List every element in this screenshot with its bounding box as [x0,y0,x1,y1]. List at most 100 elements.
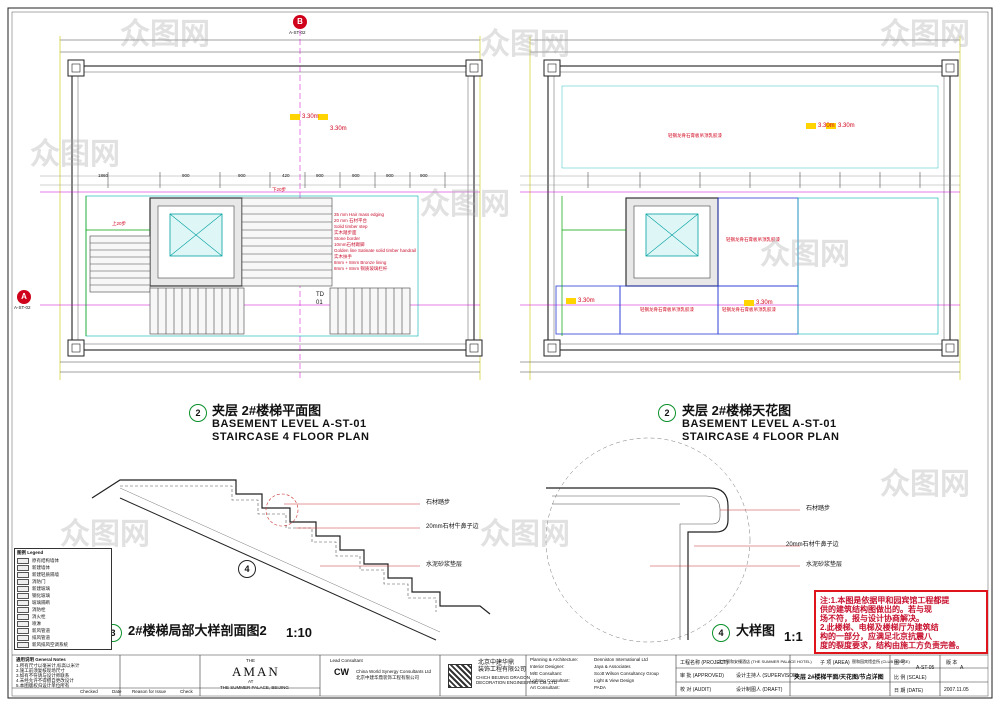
legend-item: 消火栓 [32,614,46,619]
legend-swatch [17,600,29,606]
dim-top-3: 420 [282,173,290,178]
axis-b-sub: A-ST-02 [289,30,306,35]
legend-swatch [17,607,29,613]
section-label-mortar: 水泥砂浆垫层 [426,562,463,568]
legend-swatch [17,621,29,627]
left-plan-title-en1: BASEMENT LEVEL A-ST-01 [212,418,367,430]
general-notes-title: 通用说明 General Notes [16,657,66,662]
role-4: Art Consultant: [530,685,560,690]
dim-top-0: 1860 [98,173,109,178]
brand-aman: AMAN [232,664,280,679]
left-floor-plan [40,30,483,380]
footer-check: Check [180,689,193,694]
general-note-0: 1.所有尺寸以毫米计,标高以米计 [16,663,80,668]
note-line-1: 供的建筑结构图做出的。若与现 [820,605,932,614]
dim-top-1: 900 [182,173,190,178]
right-plan-title-en2: STAIRCASE 4 FLOOR PLAN [682,431,840,443]
left-note-0: 35 mm Hair mass edging [334,212,385,217]
scale-label: 比 例 (SCALE) [894,675,927,681]
legend-item: 排风管道 [32,635,50,640]
legend-item: 玻璃隔断 [32,600,50,605]
left-note-4: Stone border [334,236,361,241]
sheet-title: 夹层 2#楼梯平面/天花图/节点详图 [794,675,884,681]
legend-swatch [17,558,29,564]
left-note-1: 20 mm 石材平台 [334,218,368,223]
note-line-4: 构的一部分，应满足北京抗震八 [820,632,932,641]
up-label: 上20步 [112,221,127,226]
stair-section-drawing [91,479,491,641]
legend-swatch [17,579,29,585]
footer-date: Date [112,689,122,694]
project-value: 北京颐和安缦酒店 (THE SUMMER PALACE HOTEL) [718,659,812,664]
footer-checked: Checked [80,689,98,694]
drawing-label: 图 号 [894,660,906,666]
watermark: 众图网 [480,28,570,61]
axis-a-sub: A-ST-02 [14,305,31,310]
role-name-2: Scott Wilson Consultancy Group [594,671,659,676]
date-value: 2007.11.05 [944,687,969,693]
area-label: 子 项 (AREA) [820,660,850,666]
right-plan-title-en1: BASEMENT LEVEL A-ST-01 [682,418,837,430]
legend-item: 钢化玻璃 [32,593,50,598]
legend-title: 图例 Legend [17,550,44,555]
right-plan-tag: 2 [658,404,676,422]
legend-item: 新风排风空调系统 [32,642,68,647]
role-1: Interior Designer: [530,664,565,669]
detail-tag: 4 [712,624,730,642]
left-plan-tag: 2 [189,404,207,422]
watermark: 众图网 [760,238,850,271]
section-title: 2#楼梯局部大样剖面图2 [128,623,267,638]
nosing-detail-drawing [545,437,800,643]
left-note-6: Golden line Satinate solid timber handra… [334,248,417,253]
right-level-mark-4: 3.30m [578,298,595,304]
axis-b-marker: B [293,15,307,29]
general-note-1: 2.施工前须复核现场尺寸 [16,668,65,673]
brand-at: AT [248,679,254,684]
td-num: 01 [316,300,323,306]
note-line-2: 场不符，报与设计协商解决。 [820,614,924,623]
right-level-mark-3: 3.30m [756,300,773,306]
legend-swatch [17,572,29,578]
detail-title: 大样图 [736,623,776,638]
ceiling-note-3: 轻钢龙骨石膏板吊顶乳胶漆 [640,307,694,312]
legend-item: 新建墙体 [32,565,50,570]
rev-label: 版 本 [946,660,958,666]
legend-item: 新风管道 [32,628,50,633]
section-scale: 1:10 [286,625,313,640]
left-level-mark-2: 3.30m [330,126,347,132]
company-cn2: 装饰工程有限公司 [478,667,527,673]
drawn-label: 设计制图人 (DRAFT) [736,687,783,693]
left-note-9: 8mm + 8mm 铜质玻璃栏杆 [334,266,388,271]
role-name-0: Denniston International Ltd [594,657,648,662]
detail-scale: 1:1 [784,629,803,644]
rev-value: A [960,665,964,671]
left-note-2: Solid timber step [334,224,368,229]
watermark: 众图网 [880,18,970,51]
area-value: 颐和园宾馆会所 (CLUB HOUSE) [852,659,910,664]
note-line-0: 注:1.本图是依据甲和园宾馆工程都提 [820,596,950,605]
axis-a-marker: A [17,290,31,304]
company-seal-icon [448,664,472,688]
drawing-no: A-ST-05 [916,665,935,671]
watermark: 众图网 [880,468,970,501]
company-cn: 北京中建华鼎 [478,660,515,666]
role-name-3: Light & View Design [594,678,635,683]
general-note-3: 4.未经允许不得擅自更改设计 [16,678,74,683]
section-label-nosing: 20mm石材牛鼻子边 [426,524,479,530]
design-label: 设计主持人 (SUPERVISOR) [736,673,799,679]
watermark: 众图网 [480,518,570,551]
down-label: 下20步 [272,187,287,192]
left-note-7: 实木扶手 [334,254,352,259]
dim-top-6: 900 [386,173,394,178]
checked-label: 校 对 (AUDIT) [680,687,712,693]
approved-label: 审 批 (APPROVED) [680,673,724,679]
right-level-mark-1: 3.30m [818,123,835,129]
detail-label-mortar: 水泥砂浆垫层 [806,562,843,568]
notes-box: 注:1.本图是依据甲和园宾馆工程都提 供的建筑结构图做出的。若与现 场不符，报与… [814,590,988,654]
dim-top-5: 900 [352,173,360,178]
left-note-8: 8mm + 8mm Bronze lining [334,260,387,265]
legend-swatch [17,586,29,592]
watermark: 众图网 [420,188,510,221]
legend-swatch [17,614,29,620]
watermark: 众图网 [30,138,120,171]
